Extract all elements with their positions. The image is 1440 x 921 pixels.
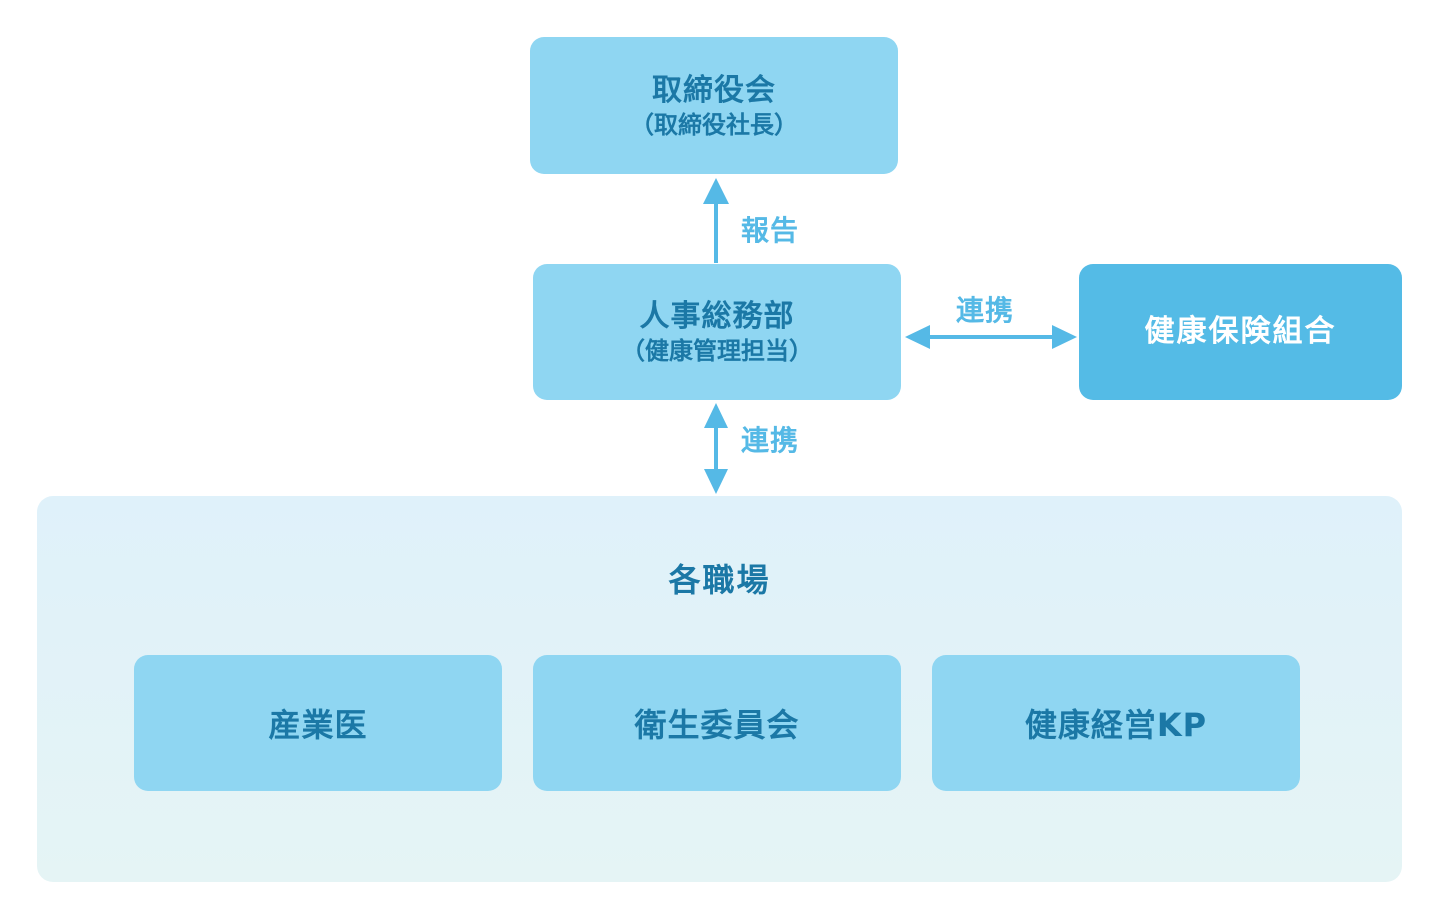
hr-workplace-arrow-head-up <box>704 403 728 428</box>
hr-title: 人事総務部 <box>639 299 795 334</box>
health-insurance-title: 健康保険組合 <box>1144 314 1337 349</box>
health-insurance-box: 健康保険組合 <box>1079 264 1402 400</box>
workplace-unit-industrial-physician: 産業医 <box>134 655 502 791</box>
hr-workplace-label: 連携 <box>741 424 800 457</box>
hr-insurance-label: 連携 <box>956 294 1015 327</box>
board-title: 取締役会 <box>652 72 776 108</box>
report-arrow-head-up <box>703 178 729 204</box>
hr-subtitle: （健康管理担当） <box>621 337 813 365</box>
report-arrow <box>703 178 729 263</box>
hr-insurance-arrow-head-left <box>905 325 930 349</box>
workplace-title: 各職場 <box>668 561 771 599</box>
hr-insurance-arrow-head-right <box>1052 325 1077 349</box>
hr-workplace-arrow-head-down <box>704 469 728 494</box>
board-subtitle: （取締役社長） <box>630 110 798 139</box>
hr-workplace-arrow <box>704 403 728 494</box>
workplace-unit-health-management-kp: 健康経営KP <box>932 655 1300 791</box>
workplace-container: 各職場 産業医 衛生委員会 健康経営KP <box>37 496 1402 882</box>
workplace-unit-health-committee: 衛生委員会 <box>533 655 901 791</box>
hr-department-box: 人事総務部 （健康管理担当） <box>533 264 901 400</box>
report-label: 報告 <box>741 214 800 247</box>
board-of-directors-box: 取締役会 （取締役社長） <box>530 37 898 174</box>
